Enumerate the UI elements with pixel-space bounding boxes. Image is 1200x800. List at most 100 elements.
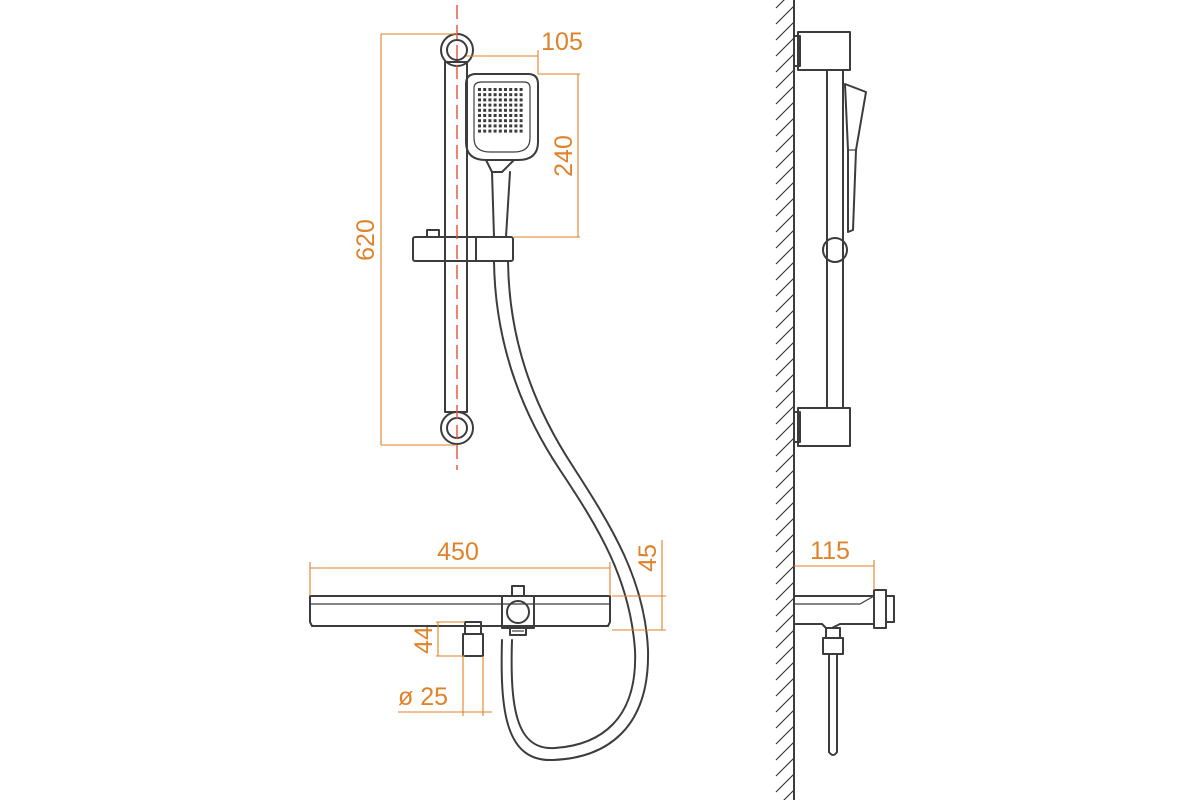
hatch-line — [775, 165, 795, 185]
nozzle-dot — [478, 119, 481, 123]
hatch-line — [783, 789, 795, 800]
nozzle-dot — [519, 103, 523, 107]
hatch-line — [775, 309, 795, 329]
hatch-line — [775, 469, 795, 489]
nozzle-dot — [509, 124, 513, 128]
hatch-line — [775, 453, 795, 473]
nozzle-dot — [488, 124, 492, 128]
dimension-115: 115 — [794, 537, 875, 590]
nozzle-dot — [493, 119, 497, 123]
nozzle-dot — [498, 98, 502, 102]
hatch-line — [775, 501, 795, 521]
nozzle-dot — [509, 114, 513, 117]
nozzle-dot — [504, 114, 507, 117]
hatch-line — [775, 645, 795, 665]
nozzle-dot — [519, 114, 523, 117]
nozzle-dot — [504, 103, 507, 107]
shower-hose — [493, 260, 650, 762]
nozzle-dot — [514, 98, 518, 102]
nozzle-dot — [488, 119, 492, 123]
nozzle-dot — [478, 88, 481, 91]
nozzle-dot — [504, 88, 507, 91]
nozzle-dot — [483, 93, 487, 97]
nozzle-dot — [498, 108, 502, 112]
dimension-44: 44 — [410, 621, 465, 657]
front-view — [309, 33, 650, 762]
hatch-line — [775, 437, 795, 457]
hatch-line — [775, 197, 795, 217]
dimension-label-450: 450 — [437, 538, 479, 566]
nozzle-dot — [498, 93, 502, 97]
nozzle-dot — [519, 88, 523, 91]
nozzle-dot — [478, 129, 481, 133]
nozzle-dot — [488, 93, 492, 97]
nozzle-dot — [514, 88, 518, 91]
nozzle-dot — [514, 129, 518, 133]
nozzle-dot — [519, 93, 523, 97]
nozzle-dot — [493, 108, 497, 112]
nozzle-dot — [483, 98, 487, 102]
nozzle-dot — [519, 129, 523, 133]
nozzle-dot — [509, 103, 513, 107]
hatch-line — [775, 85, 795, 105]
hatch-line — [775, 53, 795, 73]
hatch-line — [775, 261, 795, 281]
hatch-line — [775, 709, 795, 729]
hatch-line — [775, 725, 795, 745]
hatch-line — [775, 661, 795, 681]
hatch-line — [775, 245, 795, 265]
hatch-line — [775, 629, 795, 649]
nozzle-dot — [504, 129, 507, 133]
hatch-line — [775, 693, 795, 713]
hatch-line — [775, 773, 795, 793]
nozzle-dot — [478, 114, 481, 117]
hatch-line — [775, 277, 795, 297]
hatch-line — [775, 549, 795, 569]
nozzle-dot — [478, 93, 481, 97]
hatch-line — [775, 293, 795, 313]
nozzle-dot — [514, 93, 518, 97]
dimension-label-620: 620 — [352, 219, 380, 261]
nozzle-dot — [514, 103, 518, 107]
nozzle-dot — [493, 88, 497, 91]
hatch-line — [775, 229, 795, 249]
hatch-line — [775, 421, 795, 441]
nozzle-dot — [493, 98, 497, 102]
hatch-line — [775, 741, 795, 761]
dimension-620: 620 — [352, 33, 457, 446]
hatch-line — [775, 581, 795, 601]
nozzle-dot — [509, 119, 513, 123]
nozzle-dot — [504, 93, 507, 97]
nozzle-dot — [483, 119, 487, 123]
nozzle-dot — [498, 129, 502, 133]
nozzle-dot — [498, 103, 502, 107]
mixer-side — [793, 589, 895, 756]
hatch-line — [775, 597, 795, 617]
side-view — [775, 0, 895, 800]
hatch-line — [775, 325, 795, 345]
nozzle-dot — [483, 88, 487, 91]
dimension-label-240: 240 — [550, 135, 578, 177]
rail-side — [793, 31, 867, 447]
dimension-240: 240 — [514, 73, 580, 238]
hatch-line — [775, 533, 795, 553]
wall — [775, 0, 795, 800]
nozzle-dot — [514, 124, 518, 128]
nozzle-dot — [478, 103, 481, 107]
hatch-line — [775, 485, 795, 505]
dimension-450: 450 — [309, 538, 611, 596]
hatch-line — [775, 757, 795, 777]
nozzle-dot — [483, 129, 487, 133]
nozzle-dot — [498, 119, 502, 123]
hatch-line — [775, 213, 795, 233]
nozzle-dot — [504, 98, 507, 102]
inlet-connector — [462, 621, 484, 657]
hatch-line — [775, 0, 785, 9]
hatch-line — [775, 37, 795, 57]
nozzle-dot — [478, 98, 481, 102]
nozzle-dot — [488, 88, 492, 91]
nozzle-dot — [509, 129, 513, 133]
hatch-line — [775, 517, 795, 537]
hatch-line — [775, 613, 795, 633]
